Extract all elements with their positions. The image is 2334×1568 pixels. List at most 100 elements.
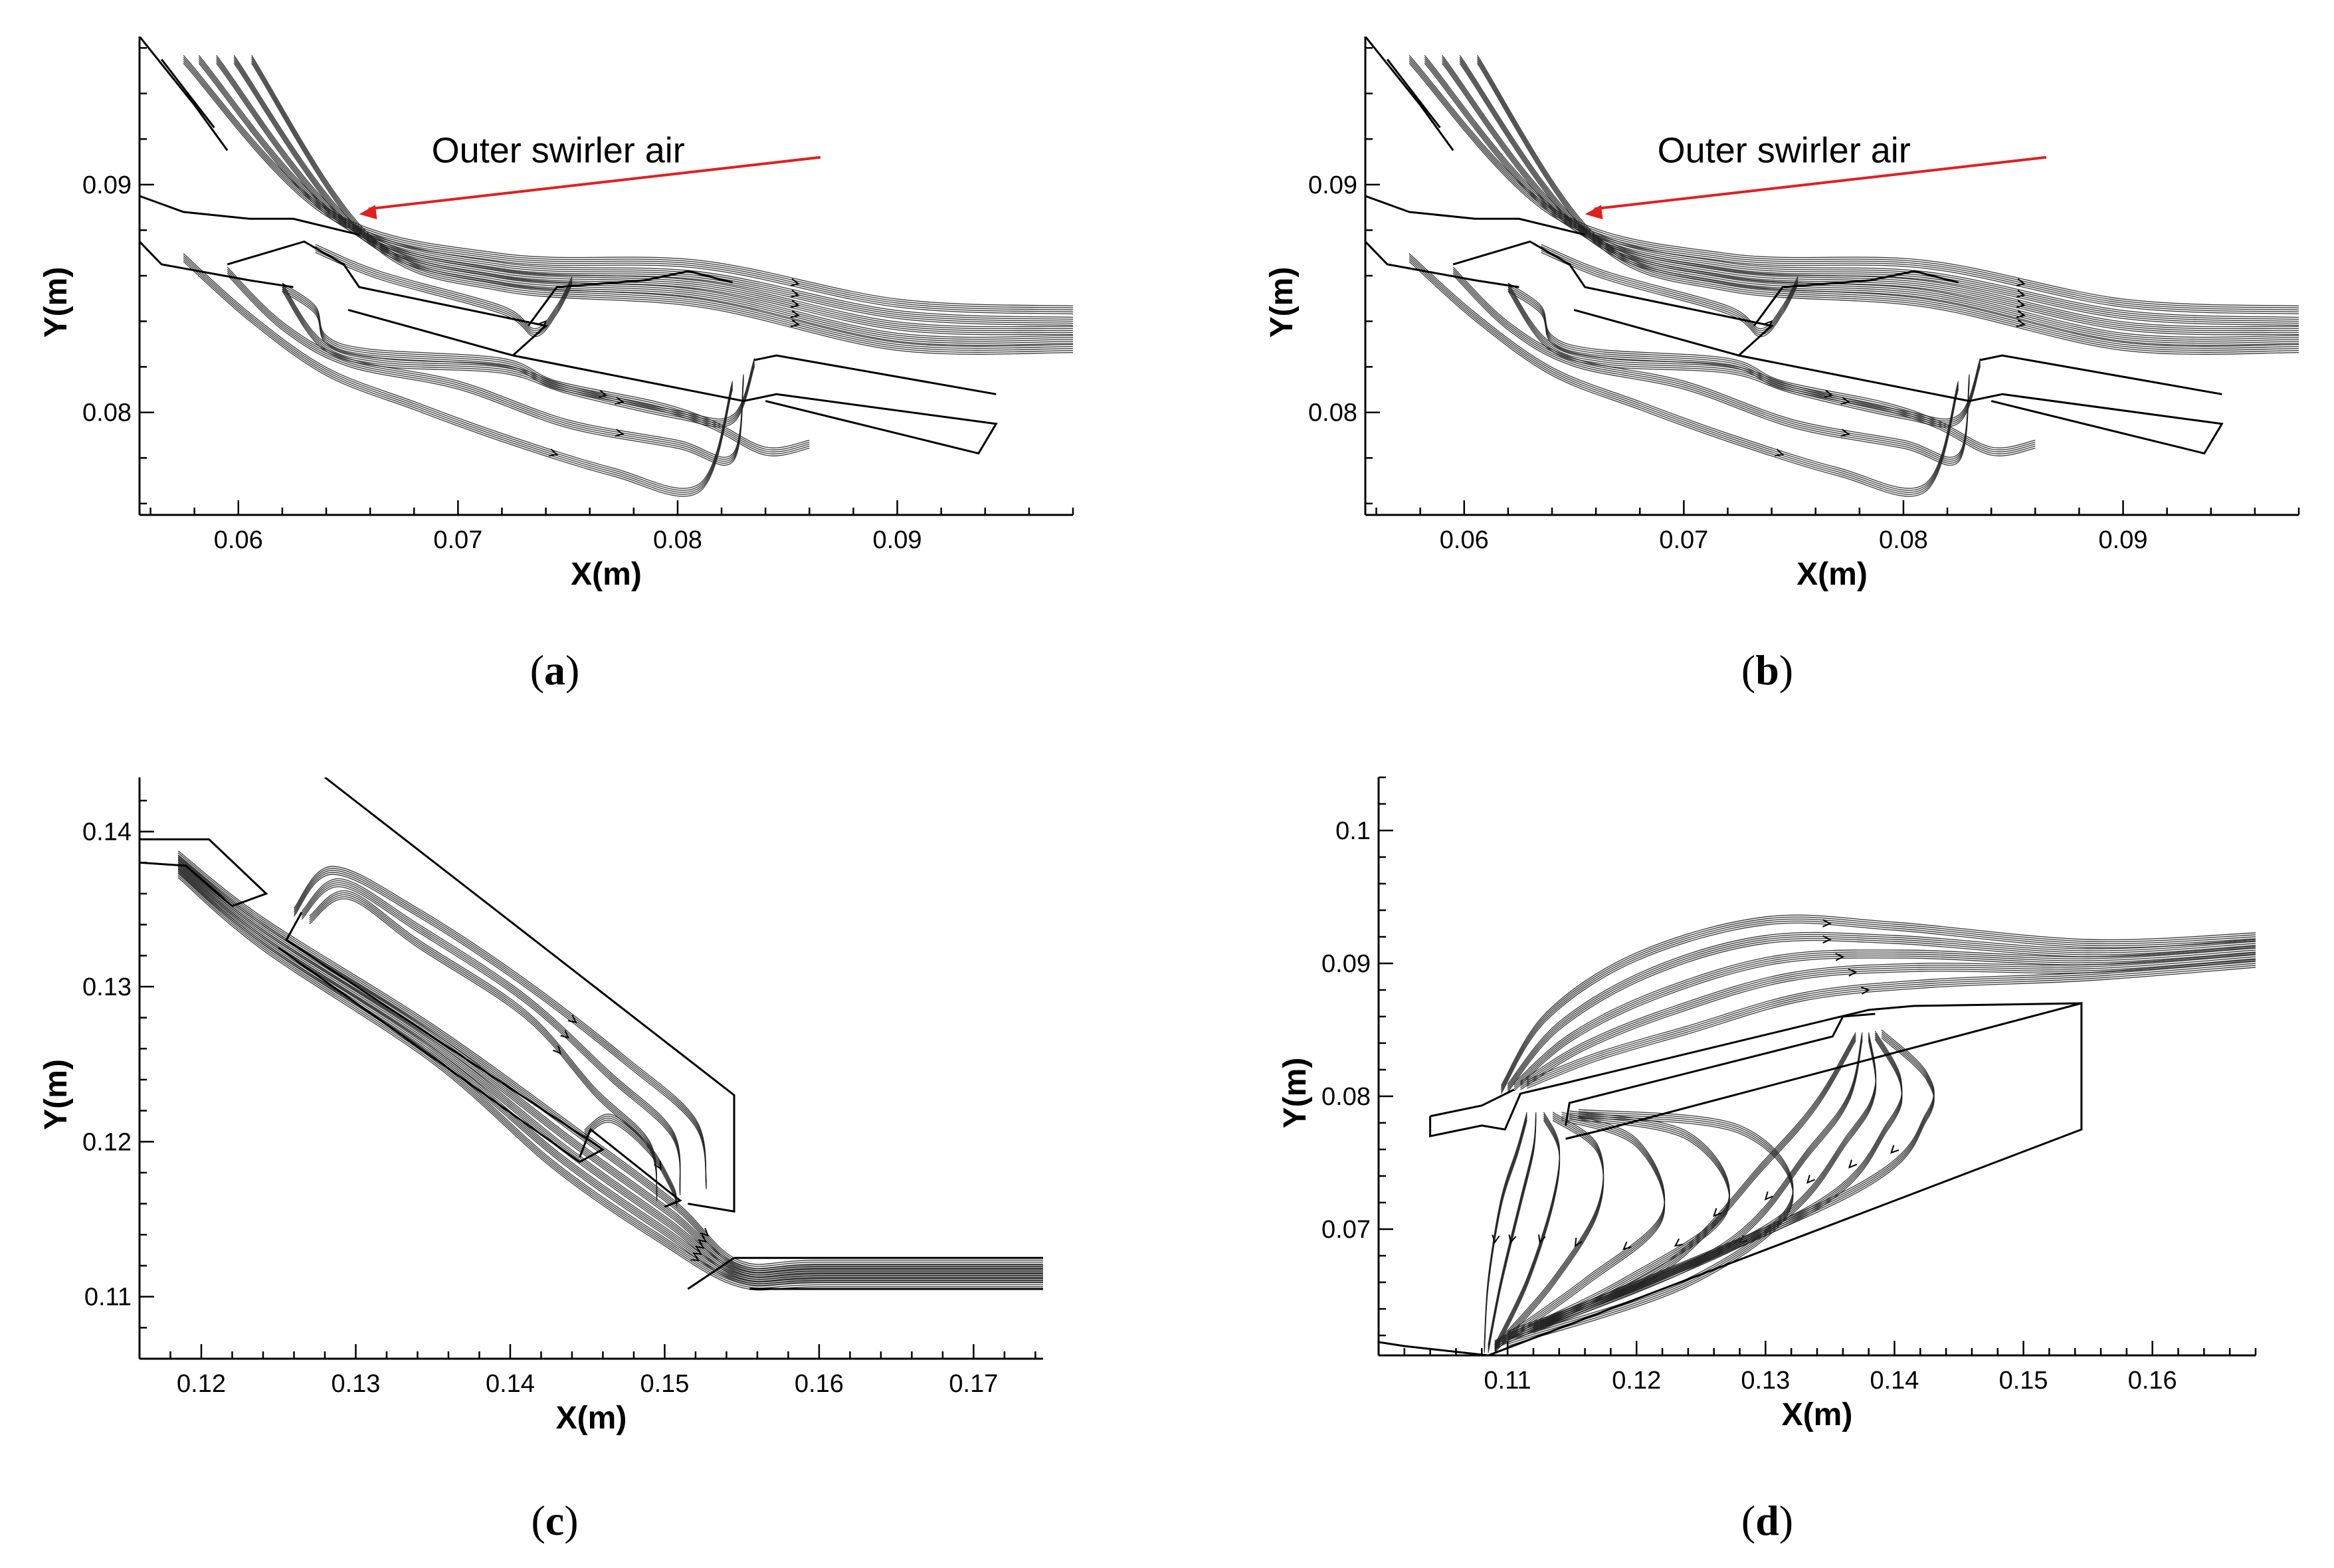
flow-arrow: [2016, 310, 2026, 318]
streamline: [251, 60, 1073, 353]
streamline: [1541, 246, 1799, 332]
flow-field: [1365, 37, 2299, 497]
y-tick-label: 0.08: [1308, 399, 1357, 427]
y-tick-label: 0.09: [1308, 171, 1357, 199]
wall-boundary: [1430, 1088, 1515, 1118]
y-tick-label: 0.14: [82, 819, 132, 846]
streamline: [227, 266, 744, 458]
streamline: [183, 257, 733, 493]
wall-boundary: [140, 861, 233, 907]
x-tick-label: 0.06: [1440, 526, 1489, 554]
streamline: [1494, 1120, 1561, 1353]
streamline: [1477, 58, 2299, 351]
streamline: [1494, 1120, 1666, 1351]
streamline: [1507, 1113, 1794, 1343]
x-tick-label: 0.16: [795, 1370, 844, 1398]
flow-arrow: [567, 1015, 577, 1024]
y-tick-label: 0.12: [82, 1128, 132, 1156]
flow-arrow: [1775, 448, 1785, 456]
flow-arrow: [1840, 397, 1850, 405]
flow-arrow: [1622, 1241, 1632, 1250]
streamline: [301, 886, 681, 1196]
streamline: [1546, 1037, 1935, 1327]
streamline: [1500, 914, 2256, 1086]
streamline: [1409, 255, 1959, 491]
flow-field: [140, 37, 1073, 497]
streamline: [1452, 272, 1970, 464]
streamline: [1424, 60, 2299, 324]
streamline: [1477, 60, 2299, 353]
streamline: [315, 250, 573, 336]
streamline: [1520, 954, 2256, 1084]
streamline: [1513, 947, 2256, 1086]
streamline: [1442, 58, 2299, 332]
streamline: [177, 868, 1043, 1282]
streamline: [198, 54, 1073, 318]
streamline: [301, 880, 681, 1190]
streamline: [1494, 1118, 1730, 1349]
streamline: [1507, 935, 2256, 1089]
streamline: [1494, 1114, 1605, 1347]
x-tick-label: 0.14: [486, 1370, 535, 1398]
streamline: [177, 875, 1043, 1289]
streamline: [198, 56, 1073, 320]
streamline: [309, 890, 658, 1194]
streamline: [1520, 1038, 1863, 1335]
x-tick-label: 0.11: [1484, 1367, 1531, 1395]
streamline: [216, 60, 1073, 334]
streamline: [1424, 54, 2299, 318]
flow-field: [140, 777, 1043, 1291]
streamline: [1507, 286, 2036, 452]
x-tick-label: 0.07: [1659, 526, 1708, 554]
streamline: [183, 62, 1073, 315]
streamline: [251, 58, 1073, 351]
streamline: [251, 54, 1073, 347]
streamline: [584, 1118, 678, 1204]
streamline: [1494, 1116, 1605, 1349]
flow-arrow: [553, 1045, 562, 1055]
streamline: [216, 54, 1073, 328]
x-tick-label: 0.09: [2099, 526, 2148, 554]
x-tick-label: 0.16: [2128, 1367, 2177, 1395]
wall-boundary: [1386, 58, 1441, 129]
streamline: [301, 884, 681, 1194]
streamline: [1494, 1118, 1666, 1349]
wall-boundary: [140, 241, 294, 288]
x-tick-label: 0.13: [1741, 1367, 1790, 1395]
streamline: [183, 261, 733, 497]
flow-arrow: [1492, 1234, 1500, 1244]
streamline: [1500, 920, 2256, 1092]
annotation-label: Outer swirler air: [1658, 130, 1911, 170]
flow-field: [1379, 914, 2256, 1355]
wall-boundary: [1429, 1002, 2082, 1137]
flow-arrow: [690, 1253, 700, 1261]
x-tick-label: 0.15: [1999, 1367, 2048, 1395]
flow-arrow: [1835, 953, 1845, 961]
streamline: [1513, 951, 2256, 1090]
flow-arrow: [1848, 968, 1858, 977]
streamline: [183, 255, 733, 491]
streamline: [1500, 916, 2256, 1088]
flow-arrow: [790, 278, 801, 287]
streamline: [1507, 937, 2256, 1091]
streamline: [282, 284, 810, 450]
x-tick-label: 0.14: [1870, 1367, 1919, 1395]
annotation-label: Outer swirler air: [432, 130, 685, 170]
streamline: [1520, 1040, 1863, 1337]
caption-paren-open: (: [531, 1497, 545, 1544]
streamline: [293, 866, 707, 1181]
streamline: [177, 877, 1043, 1291]
panel-caption: (d): [1741, 1497, 1793, 1544]
flow-arrow: [1574, 1237, 1583, 1247]
streamline: [251, 62, 1073, 355]
panel-caption: (c): [531, 1497, 578, 1544]
streamline: [1500, 922, 2256, 1094]
wall-boundary: [324, 777, 735, 1213]
streamline: [1533, 1040, 1877, 1333]
x-tick-label: 0.09: [873, 526, 922, 554]
panel-caption: (b): [1741, 646, 1793, 694]
flow-arrow: [2016, 278, 2026, 287]
streamline: [1507, 282, 2036, 448]
streamline: [198, 60, 1073, 324]
